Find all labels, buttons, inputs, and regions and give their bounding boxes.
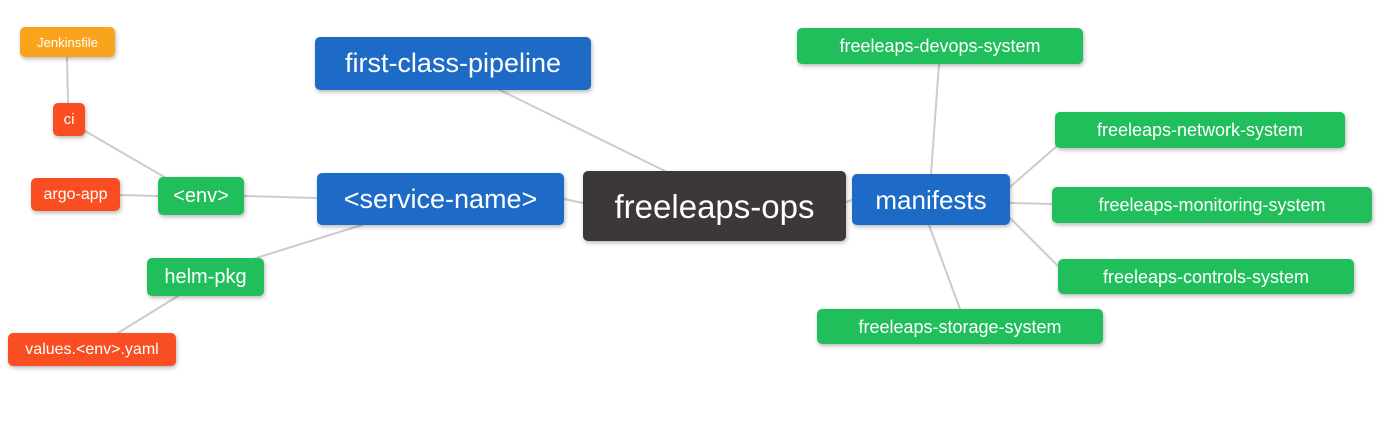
node-manifests[interactable]: manifests	[852, 174, 1010, 225]
edge-ci-env	[84, 130, 167, 179]
node-ci[interactable]: ci	[53, 103, 85, 136]
node-freeleaps-storage-system[interactable]: freeleaps-storage-system	[817, 309, 1103, 344]
edge-jenkinsfile-ci	[66, 56, 69, 104]
edge-manifests-freeleaps-devops-system	[930, 63, 940, 175]
edge-values-env-yaml-helm-pkg	[117, 295, 179, 334]
node-first-class-pipeline[interactable]: first-class-pipeline	[315, 37, 591, 90]
node-freeleaps-controls-system[interactable]: freeleaps-controls-system	[1058, 259, 1354, 294]
edge-env-service-name	[243, 195, 318, 199]
node-values-env-yaml[interactable]: values.<env>.yaml	[8, 333, 176, 366]
node-freeleaps-network-system[interactable]: freeleaps-network-system	[1055, 112, 1345, 148]
edge-helm-pkg-service-name	[255, 224, 363, 259]
node-freeleaps-ops[interactable]: freeleaps-ops	[583, 171, 846, 241]
node-argo-app[interactable]: argo-app	[31, 178, 120, 211]
node-freeleaps-monitoring-system[interactable]: freeleaps-monitoring-system	[1052, 187, 1372, 223]
node-helm-pkg[interactable]: helm-pkg	[147, 258, 264, 296]
edge-manifests-freeleaps-monitoring-system	[1009, 202, 1053, 205]
node-jenkinsfile[interactable]: Jenkinsfile	[20, 27, 115, 57]
node-service-name[interactable]: <service-name>	[317, 173, 564, 225]
node-env[interactable]: <env>	[158, 177, 244, 215]
edge-manifests-freeleaps-network-system	[1009, 145, 1058, 188]
edge-argo-app-env	[119, 194, 159, 197]
edge-service-name-freeleaps-ops	[563, 198, 584, 204]
edge-manifests-freeleaps-storage-system	[928, 224, 961, 310]
edge-first-class-pipeline-freeleaps-ops	[499, 89, 666, 172]
edge-manifests-freeleaps-controls-system	[1009, 217, 1061, 269]
node-freeleaps-devops-system[interactable]: freeleaps-devops-system	[797, 28, 1083, 64]
